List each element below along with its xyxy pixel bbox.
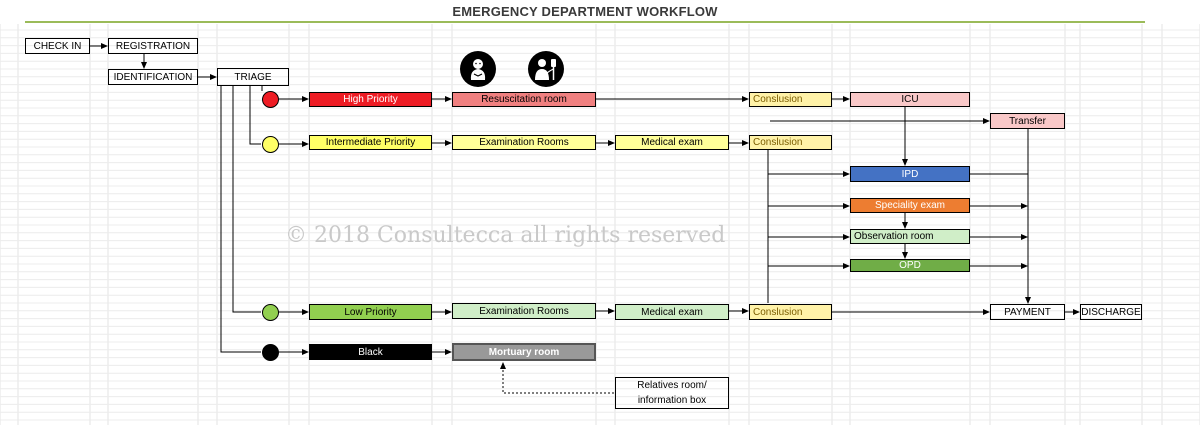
high-priority-box: High Priority [309,92,432,107]
mortuary-room-box: Mortuary room [452,343,596,361]
relatives-room-box: Relatives room/ information box [615,377,729,409]
medical-exam-low-box: Medical exam [615,304,729,320]
opd-box: OPD [850,259,970,272]
speciality-exam-box: Speciality exam [850,198,970,213]
page-title: EMERGENCY DEPARTMENT WORKFLOW [452,4,718,19]
discharge-box: DISCHARGE [1080,304,1142,320]
conclusion-mid-box: Conslusion [749,135,832,150]
arrow-relatives-mortuary [500,362,614,394]
relatives-room-line1: Relatives room/ [637,380,707,391]
registration-box: REGISTRATION [108,38,198,54]
check-in-box: CHECK IN [25,38,90,54]
conclusion-high-box: Conslusion [749,92,832,107]
examination-rooms-low-box: Examination Rooms [452,303,596,319]
low-priority-box: Low Priority [309,304,432,320]
green-priority-circle [262,304,279,321]
triage-box: TRIAGE [217,68,289,86]
ipd-box: IPD [850,166,970,182]
medical-exam-mid-box: Medical exam [615,135,729,150]
baby-icon [460,51,496,87]
payment-box: PAYMENT [990,304,1065,320]
resuscitation-room-box: Resuscitation room [452,92,596,107]
copyright-watermark: © 2018 Consultecca all rights reserved [285,223,726,248]
patient-iv-icon [528,51,564,87]
conclusion-low-box: Conslusion [749,304,832,320]
line-triage-mid [249,86,261,145]
yellow-priority-circle [262,136,279,153]
transfer-box: Transfer [990,113,1065,129]
black-priority-circle [262,344,279,361]
identification-box: IDENTIFICATION [108,69,198,85]
line-triage-black [220,86,261,353]
observation-room-box: Observation room [850,229,970,244]
red-priority-circle [262,91,279,108]
examination-rooms-mid-box: Examination Rooms [452,135,596,150]
icu-box: ICU [850,92,970,107]
black-box: Black [309,344,432,360]
relatives-room-line2: information box [637,395,707,406]
line-triage-low [232,86,261,313]
intermediate-priority-box: Intermediate Priority [309,135,432,150]
